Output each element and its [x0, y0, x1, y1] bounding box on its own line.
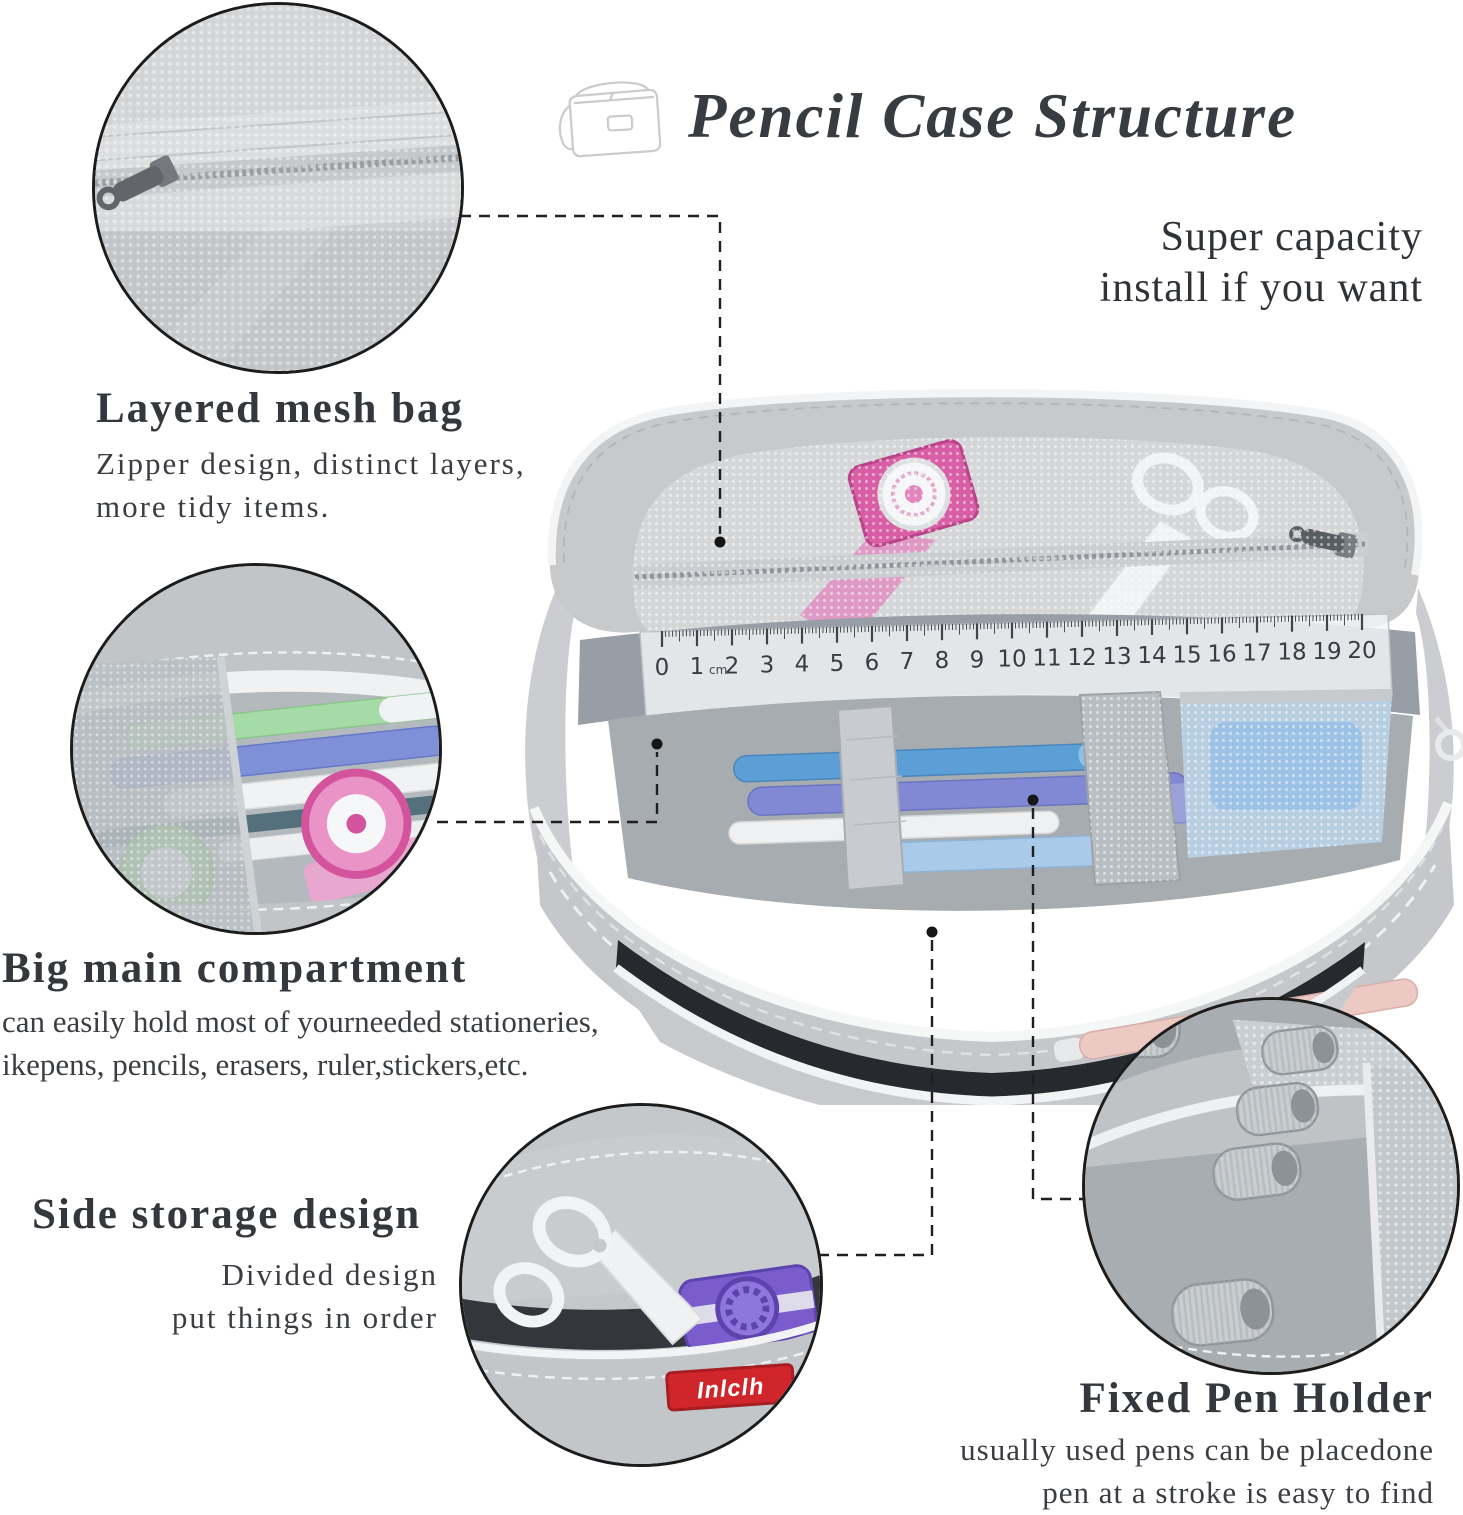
svg-text:6: 6 — [865, 650, 880, 676]
svg-text:10: 10 — [997, 647, 1026, 673]
front-zipper-white — [529, 801, 1453, 1043]
zipper-pull-closeup — [96, 155, 179, 211]
feature-side-storage-desc: Divided design put things in order — [98, 1254, 438, 1340]
mesh-bag-closeup-photo — [92, 2, 464, 374]
feature-title-side-storage: Side storage design — [32, 1191, 422, 1238]
pencil-case-outline-icon — [552, 68, 670, 170]
svg-text:18: 18 — [1277, 640, 1306, 666]
feature-desc-mesh-bag-1: Zipper design, distinct layers, — [96, 446, 526, 481]
feature-desc-mesh-bag-2: more tidy items. — [96, 488, 331, 524]
purple-tape-dispenser — [678, 1264, 819, 1353]
mesh-overlay-left — [73, 655, 262, 932]
side-zipper-pull — [1434, 716, 1463, 761]
svg-text:5: 5 — [830, 651, 845, 677]
svg-text:16: 16 — [1207, 641, 1236, 667]
svg-text:12: 12 — [1067, 645, 1096, 671]
pink-tape-disc — [301, 768, 434, 904]
svg-text:9: 9 — [970, 647, 985, 673]
feature-desc-side-storage-2: put things in order — [171, 1299, 438, 1335]
svg-text:2: 2 — [725, 653, 740, 679]
svg-text:0: 0 — [655, 655, 670, 681]
svg-text:19: 19 — [1312, 639, 1341, 665]
scissors-closeup — [493, 1196, 704, 1346]
feature-desc-big-main-2: ikepens, pencils, erasers, ruler,sticker… — [2, 1046, 529, 1082]
capacity-line-1: Super capacity — [1160, 214, 1423, 260]
front-stitch-1 — [538, 827, 1444, 1057]
svg-text:20: 20 — [1347, 638, 1376, 664]
feature-desc-big-main-1: can easily hold most of yourneeded stati… — [2, 1004, 599, 1039]
capacity-note: Super capacity install if you want — [1100, 212, 1423, 314]
svg-text:17: 17 — [1242, 641, 1271, 667]
feature-side-storage: Side storage design — [32, 1190, 421, 1239]
page-title: Pencil Case Structure — [688, 80, 1297, 153]
feature-title-pen-holder: Fixed Pen Holder — [1079, 1375, 1434, 1422]
pen-holder-closeup-photo — [1082, 997, 1460, 1375]
svg-text:1: 1 — [690, 654, 705, 680]
brand-logo: Inlclh — [665, 1363, 796, 1412]
feature-fixed-pen-holder: Fixed Pen Holder usually used pens can b… — [960, 1374, 1434, 1515]
feature-title-mesh-bag: Layered mesh bag — [96, 385, 465, 432]
feature-big-main-compartment: Big main compartment can easily hold mos… — [2, 944, 599, 1087]
main-compartment-closeup-photo — [70, 563, 442, 935]
svg-text:11: 11 — [1032, 646, 1061, 672]
feature-desc-side-storage-1: Divided design — [221, 1257, 438, 1292]
page-title-text: Pencil Case Structure — [688, 81, 1298, 151]
feature-title-big-main: Big main compartment — [2, 945, 468, 992]
svg-text:4: 4 — [795, 652, 810, 678]
compartment-mesh-divider-pocket — [1179, 689, 1393, 858]
svg-text:13: 13 — [1102, 644, 1131, 670]
lid-stitch — [562, 402, 1409, 573]
side-pocket-closeup-photo: Inlclh — [459, 1103, 823, 1467]
svg-text:14: 14 — [1137, 643, 1166, 669]
capacity-line-2: install if you want — [1099, 265, 1423, 312]
brand-logo-text: Inlclh — [696, 1374, 765, 1405]
mesh-panel-right — [1362, 1062, 1457, 1372]
svg-text:7: 7 — [900, 649, 915, 675]
svg-text:8: 8 — [935, 648, 950, 674]
feature-desc-pen-holder-1: usually used pens can be placedone — [960, 1432, 1434, 1467]
ruler-unit-label: cm — [709, 663, 727, 677]
svg-text:15: 15 — [1172, 642, 1201, 668]
svg-text:3: 3 — [760, 652, 775, 678]
feature-layered-mesh-bag: Layered mesh bag Zipper design, distinct… — [96, 384, 526, 529]
pen-straps — [836, 690, 1182, 892]
feature-desc-pen-holder-2: pen at a stroke is easy to find — [1042, 1474, 1434, 1510]
